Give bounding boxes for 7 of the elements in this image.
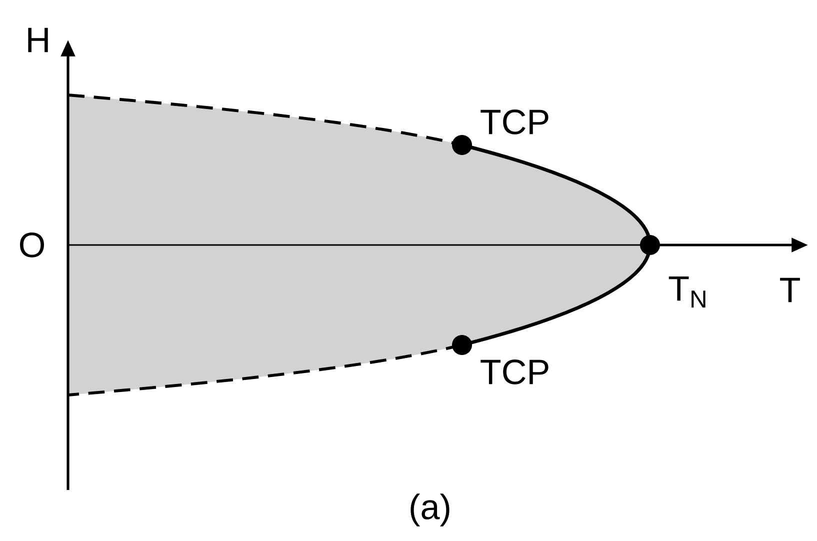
axis-label: O (20, 232, 44, 258)
axis-label: H (28, 28, 48, 52)
caption: (a) (410, 494, 450, 526)
axis-label: T$_{N}$ (668, 276, 706, 308)
axis-label: T (780, 278, 800, 302)
axis-label: TCP (480, 110, 548, 134)
axis-label: TCP (480, 360, 548, 384)
